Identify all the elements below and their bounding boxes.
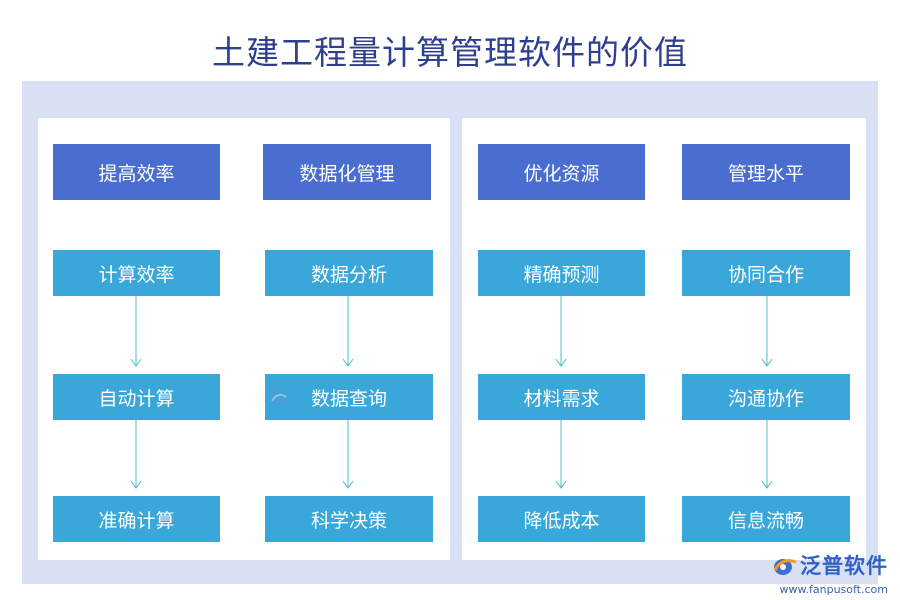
- column-1-item-1: 计算效率: [53, 250, 220, 296]
- column-3-item-3: 降低成本: [478, 496, 645, 542]
- column-4-header: 管理水平: [682, 144, 850, 200]
- watermark-logo-icon: [270, 390, 287, 406]
- column-1-item-2: 自动计算: [53, 374, 220, 420]
- column-3-item-1: 精确预测: [478, 250, 645, 296]
- column-4-item-3: 信息流畅: [682, 496, 850, 542]
- column-3-header: 优化资源: [478, 144, 645, 200]
- diagram-title: 土建工程量计算管理软件的价值: [212, 33, 688, 72]
- column-4-item-2: 沟通协作: [682, 374, 850, 420]
- column-2-header: 数据化管理: [263, 144, 431, 200]
- column-2-item-3: 科学决策: [265, 496, 433, 542]
- brand-name: 泛普软件: [800, 554, 888, 578]
- brand-url: www.fanpusoft.com: [779, 583, 888, 596]
- column-1-item-3: 准确计算: [53, 496, 220, 542]
- column-1-header: 提高效率: [53, 144, 220, 200]
- column-2-item-1: 数据分析: [265, 250, 433, 296]
- column-4-item-1: 协同合作: [682, 250, 850, 296]
- column-3-item-2: 材料需求: [478, 374, 645, 420]
- brand-logo: 泛普软件: [772, 550, 888, 580]
- column-2-item-2: 数据查询: [265, 374, 433, 420]
- fanpu-logo-icon: [773, 559, 797, 575]
